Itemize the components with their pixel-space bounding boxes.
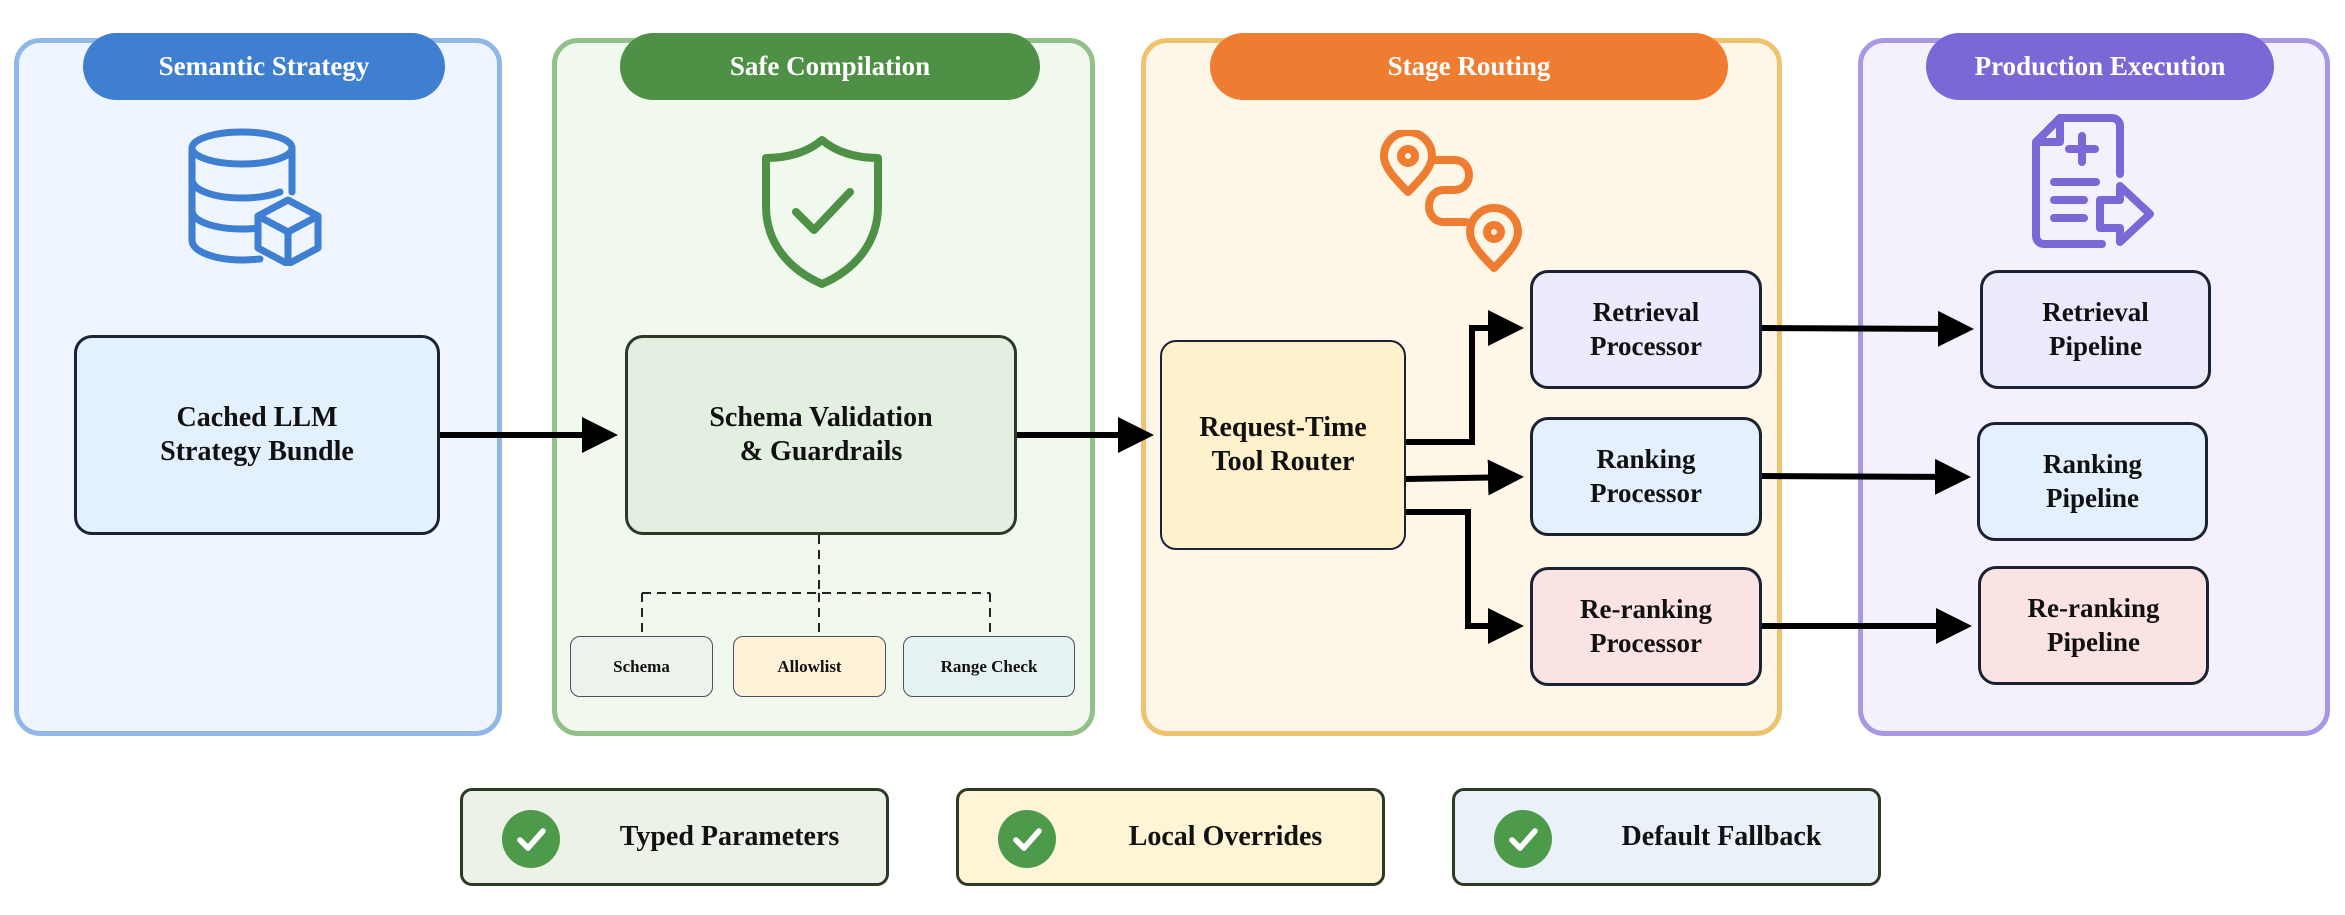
dashed-tree (641, 535, 991, 636)
schema-validation-line2: & Guardrails (739, 436, 903, 467)
legend-label: Typed Parameters (619, 821, 840, 852)
check-circle-icon (1494, 810, 1552, 868)
document-export-icon (2030, 112, 2158, 252)
router-line1: Request-Time (1199, 411, 1367, 443)
cached-llm-line1: Cached LLM (176, 401, 338, 433)
database-cube-icon (186, 126, 322, 268)
shield-check-icon (758, 134, 886, 290)
ranking-processor-line1: Ranking (1596, 444, 1696, 475)
title-semantic-strategy: Semantic Strategy (83, 33, 445, 100)
retrieval-processor-line2: Processor (1590, 330, 1702, 361)
check-schema: Schema (570, 636, 713, 697)
retrieval-pipeline-line2: Pipeline (2048, 330, 2142, 361)
schema-validation-line1: Schema Validation (709, 401, 933, 433)
request-time-tool-router: Request-Time Tool Router (1160, 340, 1406, 550)
legend-label: Default Fallback (1621, 821, 1822, 852)
arrow-ranking-to-pipeline (1761, 458, 1971, 495)
title-safe-compilation: Safe Compilation (620, 33, 1040, 100)
ranking-processor: Ranking Processor (1530, 417, 1762, 536)
legend-default-fallback: Default Fallback (1452, 788, 1881, 886)
legend-typed-parameters: Typed Parameters (460, 788, 889, 886)
cached-llm-line2: Strategy Bundle (160, 436, 354, 467)
retrieval-processor-line1: Retrieval (1592, 297, 1700, 328)
ranking-processor-line2: Processor (1590, 477, 1702, 508)
check-circle-icon (998, 810, 1056, 868)
check-circle-icon (502, 810, 560, 868)
re-ranking-processor: Re-ranking Processor (1530, 567, 1762, 686)
retrieval-pipeline: Retrieval Pipeline (1980, 270, 2211, 389)
retrieval-processor: Retrieval Processor (1530, 270, 1762, 389)
arrow-router-to-ranking (1405, 459, 1524, 496)
check-range: Range Check (903, 636, 1075, 697)
re-ranking-processor-line1: Re-ranking (1579, 594, 1712, 625)
re-ranking-processor-line2: Processor (1590, 627, 1702, 658)
ranking-pipeline-line2: Pipeline (2046, 482, 2139, 513)
ranking-pipeline-line1: Ranking (2042, 449, 2143, 480)
ranking-pipeline: Ranking Pipeline (1977, 422, 2208, 541)
retrieval-pipeline-line1: Retrieval (2042, 297, 2149, 328)
re-ranking-pipeline-line1: Re-ranking (2027, 593, 2160, 624)
arrow-retrieval-to-pipeline (1761, 310, 1974, 347)
arrow-router-to-re-ranking (1406, 509, 1524, 644)
re-ranking-pipeline-line2: Pipeline (2046, 626, 2140, 657)
check-allowlist: Allowlist (733, 636, 886, 697)
arrow-router-to-retrieval (1406, 310, 1524, 445)
re-ranking-pipeline: Re-ranking Pipeline (1978, 566, 2209, 685)
router-line2: Tool Router (1211, 446, 1355, 477)
title-production-execution: Production Execution (1926, 33, 2274, 100)
route-pins-icon (1378, 128, 1524, 274)
schema-validation-guardrails: Schema Validation & Guardrails (625, 335, 1017, 535)
cached-llm-strategy-bundle: Cached LLM Strategy Bundle (74, 335, 440, 535)
legend-local-overrides: Local Overrides (956, 788, 1385, 886)
legend-label: Local Overrides (1128, 821, 1323, 852)
title-stage-routing: Stage Routing (1210, 33, 1728, 100)
